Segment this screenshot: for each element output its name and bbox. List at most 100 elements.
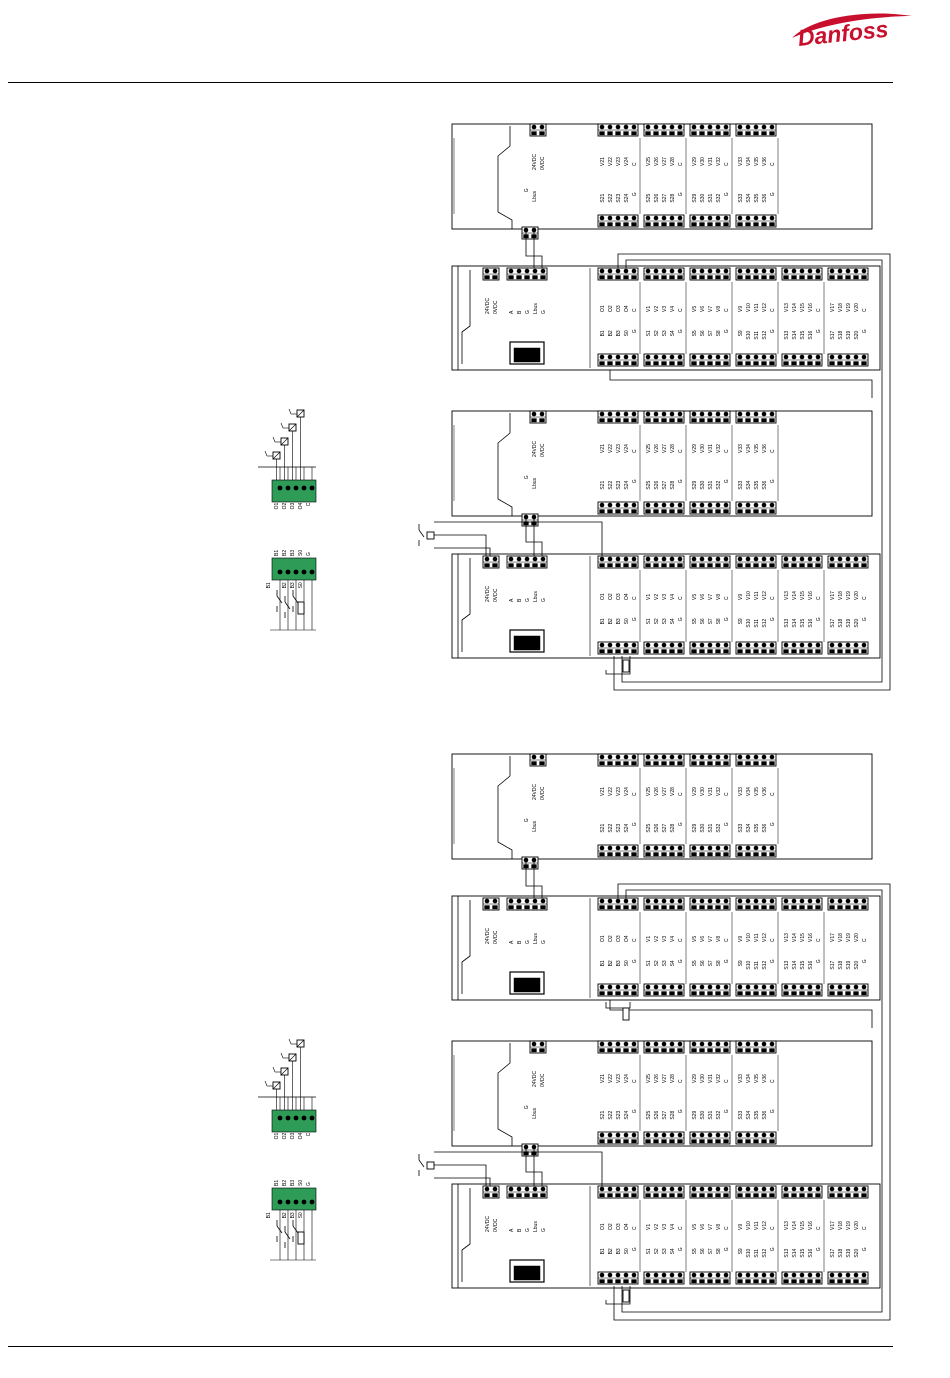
terminal-screw	[607, 556, 613, 562]
terminal-label: V29	[692, 444, 698, 453]
terminal-label: S11	[754, 331, 760, 340]
terminal-screw	[277, 569, 283, 575]
terminal-screw	[737, 268, 743, 274]
input-terminal	[597, 983, 639, 997]
terminal-slot	[691, 991, 697, 996]
terminal-screw	[516, 268, 522, 274]
terminal-screw	[691, 411, 697, 417]
terminal-label: C	[724, 308, 730, 312]
terminal-label: V10	[746, 303, 752, 312]
terminal-screw	[607, 898, 613, 904]
terminal-screw	[623, 1186, 629, 1192]
terminal-label: S27	[662, 480, 668, 489]
power-terminal	[482, 897, 500, 911]
switch-blade	[418, 529, 425, 538]
terminal-slot	[737, 649, 743, 654]
terminal-screw	[699, 1132, 705, 1138]
terminal-label: G	[678, 329, 684, 333]
terminal-label: 24VDC	[532, 153, 538, 170]
terminal-screw	[677, 1132, 683, 1138]
terminal-slot	[715, 905, 721, 910]
terminal-label: C	[724, 449, 730, 453]
terminal-label: V25	[646, 1074, 652, 1083]
valve-terminal-group	[781, 1185, 823, 1199]
sensor-wire	[605, 656, 631, 675]
terminal-screw	[829, 354, 835, 360]
terminal-label: V16	[808, 591, 814, 600]
wiring-loops	[605, 253, 891, 691]
terminal-slot	[661, 509, 667, 514]
sensor-terminal-group	[643, 641, 685, 655]
terminal-screw	[599, 354, 605, 360]
input-terminal	[597, 1271, 639, 1285]
terminal-screw	[761, 898, 767, 904]
valve-terminal-group	[689, 555, 731, 569]
output-actuator-icon	[280, 1067, 289, 1076]
terminal-slot	[807, 563, 813, 568]
terminal-screw	[516, 1186, 522, 1192]
terminal-screw	[623, 354, 629, 360]
terminal-label: S3	[662, 330, 668, 336]
terminal-slot	[631, 563, 637, 568]
terminal-label: V17	[830, 933, 836, 942]
lbus-terminal	[521, 856, 539, 870]
terminal-label: 0VDC	[540, 156, 546, 170]
terminal-label: V2	[654, 936, 660, 942]
terminal-label: S0	[624, 330, 630, 336]
terminal-screw	[669, 215, 675, 221]
valve-terminal-group	[735, 555, 777, 569]
terminal-screw	[829, 268, 835, 274]
external-switch-wire	[434, 521, 603, 556]
terminal-screw	[691, 1186, 697, 1192]
terminal-slot	[761, 991, 767, 996]
power-terminal	[529, 1040, 547, 1054]
terminal-slot	[508, 1193, 514, 1198]
terminal-label: O2	[608, 935, 614, 942]
terminal-screw	[753, 1186, 759, 1192]
terminal-slot	[540, 905, 546, 910]
terminal-screw	[737, 502, 743, 508]
terminal-screw	[753, 411, 759, 417]
output-terminal-group	[689, 123, 731, 137]
terminal-screw	[623, 1272, 629, 1278]
terminal-slot	[807, 1193, 813, 1198]
terminal-label: S31	[708, 193, 714, 202]
output-terminal-group	[597, 410, 639, 424]
input-switch	[276, 1220, 283, 1242]
terminal-screw	[623, 898, 629, 904]
terminal-label: S4	[670, 960, 676, 966]
terminal-screw	[861, 1186, 867, 1192]
power-terminal	[529, 123, 547, 137]
terminal-screw	[753, 268, 759, 274]
actuator-lead	[272, 1066, 276, 1073]
terminal-screw	[737, 1272, 743, 1278]
terminal-label: V14	[792, 591, 798, 600]
terminal-label: G	[525, 598, 531, 602]
terminal-slot	[715, 852, 721, 857]
terminal-slot	[677, 275, 683, 280]
terminal-label: G	[524, 475, 530, 479]
terminal-slot	[539, 1048, 545, 1053]
terminal-slot	[615, 991, 621, 996]
terminal-screw	[745, 642, 751, 648]
terminal-slot	[645, 275, 651, 280]
terminal-label: C	[632, 308, 638, 312]
terminal-screw	[645, 1041, 651, 1047]
terminal-label: S20	[854, 1248, 860, 1257]
output-terminal-green	[271, 1109, 317, 1133]
terminal-slot	[761, 418, 767, 423]
terminal-screw	[492, 556, 498, 562]
power-terminal	[482, 555, 500, 569]
output-terminal-group	[597, 123, 639, 137]
terminal-label: C	[724, 1226, 730, 1230]
terminal-screw	[699, 502, 705, 508]
terminal-label: S23	[616, 480, 622, 489]
terminal-screw	[669, 354, 675, 360]
terminal-screw	[861, 642, 867, 648]
terminal-screw	[723, 1186, 729, 1192]
terminal-slot	[645, 361, 651, 366]
